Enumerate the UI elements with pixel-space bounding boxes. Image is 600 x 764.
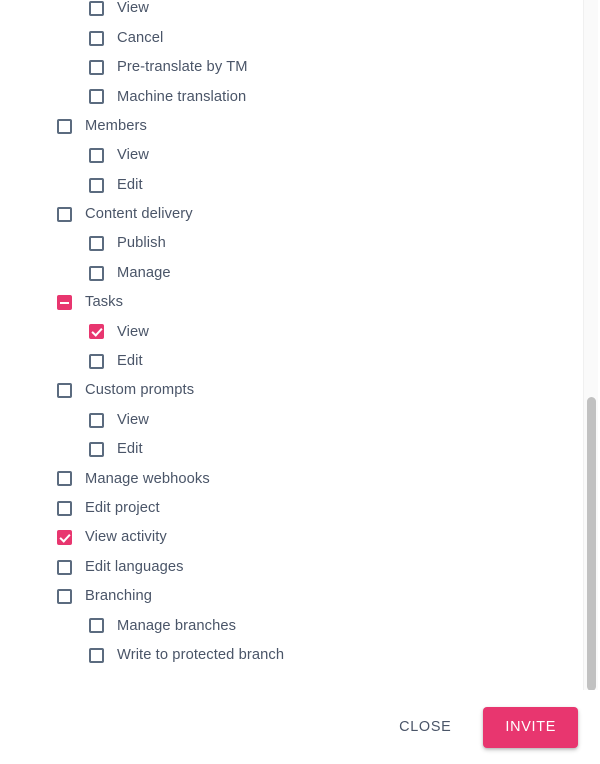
permission-row[interactable]: Cancel [0,23,584,52]
permission-row[interactable]: Edit languages [0,552,584,581]
permission-label: Machine translation [117,88,247,105]
permission-row[interactable]: Edit project [0,494,584,523]
permission-row[interactable]: Content delivery [0,200,584,229]
permission-label: Manage branches [117,617,237,634]
checkbox-unchecked-icon[interactable] [57,589,72,604]
permission-row[interactable]: View [0,405,584,434]
permission-label: Members [85,117,147,134]
permission-row[interactable]: View [0,141,584,170]
checkbox-unchecked-icon[interactable] [57,500,72,516]
checkbox-unchecked-icon[interactable] [57,559,72,575]
invite-button[interactable]: INVITE [483,706,578,748]
permission-row[interactable]: Tasks [0,288,584,317]
permission-label: Tasks [85,294,124,311]
checkbox-unchecked-icon[interactable] [89,353,104,369]
permission-row[interactable]: Pre-translate by TM [0,53,584,82]
permission-label: View [117,147,149,164]
permission-row[interactable]: Custom prompts [0,376,584,405]
permission-label: View [117,0,149,17]
checkbox-unchecked-icon[interactable] [57,206,72,222]
checkbox-unchecked-icon[interactable] [89,236,104,252]
close-button[interactable]: CLOSE [385,709,465,745]
permission-label: Write to protected branch [117,646,285,663]
permission-row[interactable]: Branching [0,582,584,611]
vertical-scrollbar-track[interactable] [583,0,598,690]
permission-row[interactable]: Edit [0,347,584,376]
permission-row[interactable]: Machine translation [0,82,584,111]
checkbox-unchecked-icon[interactable] [89,442,104,458]
permission-row[interactable]: Write to protected branch [0,641,584,670]
permission-label: Manage webhooks [85,470,210,487]
checkbox-unchecked-icon[interactable] [89,59,104,75]
permission-label: View [117,411,149,428]
permission-row[interactable]: Edit [0,435,584,464]
checkbox-indeterminate-icon[interactable] [57,295,72,311]
permission-label: Edit [117,353,143,370]
permission-row[interactable]: Members [0,112,584,141]
checkbox-checked-icon[interactable] [89,324,104,340]
permission-row[interactable]: View [0,0,584,23]
permission-label: Edit project [85,499,160,516]
permission-row[interactable]: Publish [0,229,584,258]
permission-label: Publish [117,235,166,252]
checkbox-unchecked-icon[interactable] [89,1,104,17]
permission-row[interactable]: Edit [0,170,584,199]
permission-label: Cancel [117,29,164,46]
permission-label: Custom prompts [85,382,195,399]
permission-label: Manage [117,264,171,281]
checkbox-unchecked-icon[interactable] [57,383,72,399]
checkbox-unchecked-icon[interactable] [57,118,72,134]
permission-label: Pre-translate by TM [117,59,248,76]
checkbox-unchecked-icon[interactable] [89,148,104,164]
checkbox-unchecked-icon[interactable] [57,471,72,487]
checkbox-unchecked-icon[interactable] [89,412,104,428]
permission-row[interactable]: View activity [0,523,584,552]
checkbox-unchecked-icon[interactable] [89,30,104,46]
permission-label: Content delivery [85,206,193,223]
checkbox-unchecked-icon[interactable] [89,647,104,663]
permission-row[interactable]: View [0,317,584,346]
permission-row[interactable]: Manage branches [0,611,584,640]
permission-row[interactable]: Manage webhooks [0,464,584,493]
vertical-scrollbar-thumb[interactable] [587,397,596,690]
permission-label: Edit [117,441,143,458]
permission-label: Branching [85,588,153,605]
checkbox-checked-icon[interactable] [57,530,72,546]
dialog-footer: CLOSE INVITE [0,690,600,764]
permission-label: View [117,323,149,340]
permission-row[interactable]: Manage [0,259,584,288]
checkbox-unchecked-icon[interactable] [89,265,104,281]
checkbox-unchecked-icon[interactable] [89,618,104,634]
checkbox-unchecked-icon[interactable] [89,177,104,193]
permission-label: View activity [85,529,167,546]
permission-label: Edit [117,176,143,193]
checkbox-unchecked-icon[interactable] [89,89,104,105]
permission-label: Edit languages [85,558,184,575]
